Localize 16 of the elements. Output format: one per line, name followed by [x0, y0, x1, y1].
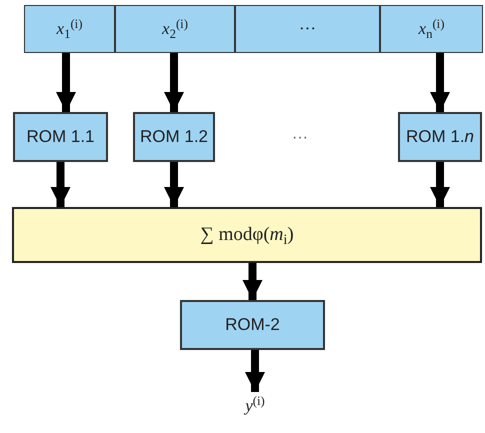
arrow: [430, 53, 450, 112]
rom-box: ROM 1.n: [398, 112, 482, 162]
arrow: [430, 162, 450, 207]
arrow: [164, 53, 184, 112]
rom-box: ROM 1.1: [13, 112, 108, 162]
rom-box: ROM-2: [180, 300, 325, 350]
output-label: y$^{(i)}$: [235, 392, 275, 420]
arrow: [242, 263, 262, 300]
input-cell: ···: [235, 5, 380, 53]
sum-box: ∑ modφ(m$_{i}$): [12, 207, 482, 263]
arrow: [164, 162, 184, 207]
arrow: [50, 162, 70, 207]
rom-box: ROM 1.2: [133, 112, 215, 162]
arrow: [56, 53, 76, 112]
ellipsis-label: ···: [292, 128, 308, 148]
arrow: [245, 350, 265, 392]
